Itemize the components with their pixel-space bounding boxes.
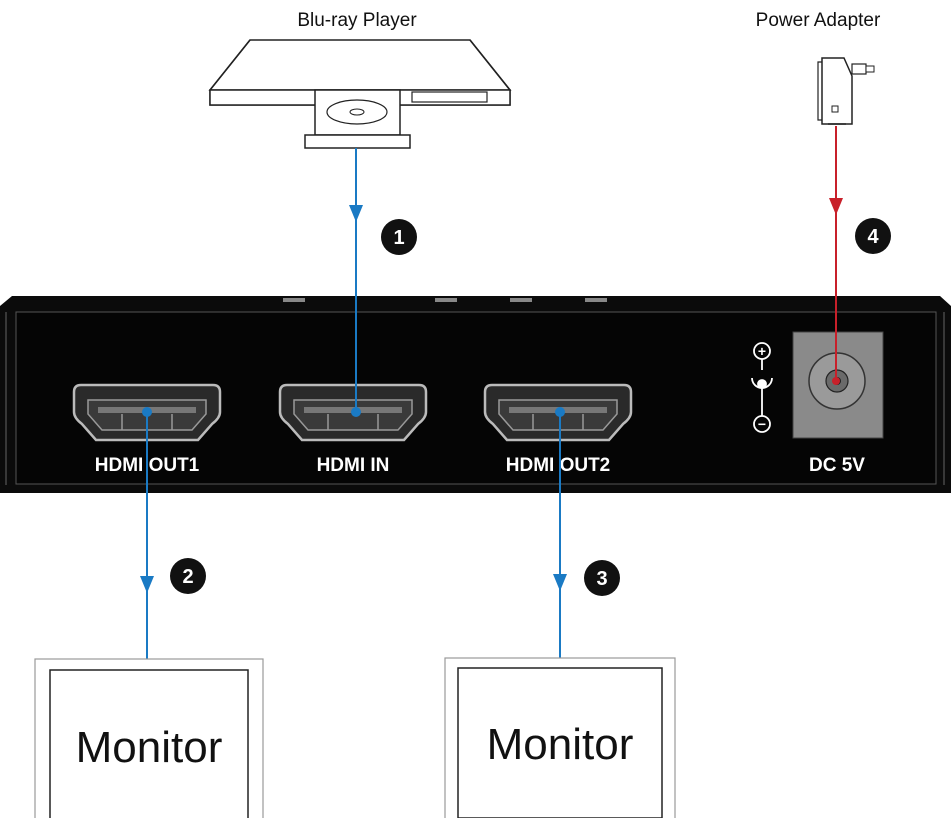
hdmi-out2-label: HDMI OUT2 [506,455,611,476]
polarity-symbol [751,342,773,433]
cable-4-power [829,126,843,385]
polarity-plus: + [758,343,766,359]
dc-power-jack[interactable] [792,331,884,439]
svg-text:3: 3 [596,568,607,590]
monitor-1: Monitor [34,658,264,823]
arrow-down-icon [349,205,363,222]
polarity-minus: − [758,416,766,432]
arrow-down-icon [829,198,843,215]
step-badge-1: 1 [381,219,417,255]
cable-3-out2 [553,407,567,658]
cable-2-out1 [140,407,154,659]
monitor-1-label: Monitor [76,723,223,772]
step-badge-3: 3 [584,560,620,596]
svg-text:4: 4 [867,226,879,248]
blu-ray-player-label: Blu-ray Player [297,10,417,31]
cable-1-hdmi-in [349,148,363,417]
arrow-down-icon [553,574,567,591]
monitor-2: Monitor [444,657,676,823]
power-adapter-icon [817,57,875,125]
monitor-2-label: Monitor [487,720,634,769]
step-badge-4: 4 [855,218,891,254]
power-adapter-label: Power Adapter [756,10,881,31]
blu-ray-player-icon [208,39,512,149]
svg-text:2: 2 [182,566,193,588]
dc-label: DC 5V [809,455,865,476]
svg-text:1: 1 [393,227,404,249]
arrow-down-icon [140,576,154,593]
hdmi-in-label: HDMI IN [317,455,390,476]
step-badge-2: 2 [170,558,206,594]
